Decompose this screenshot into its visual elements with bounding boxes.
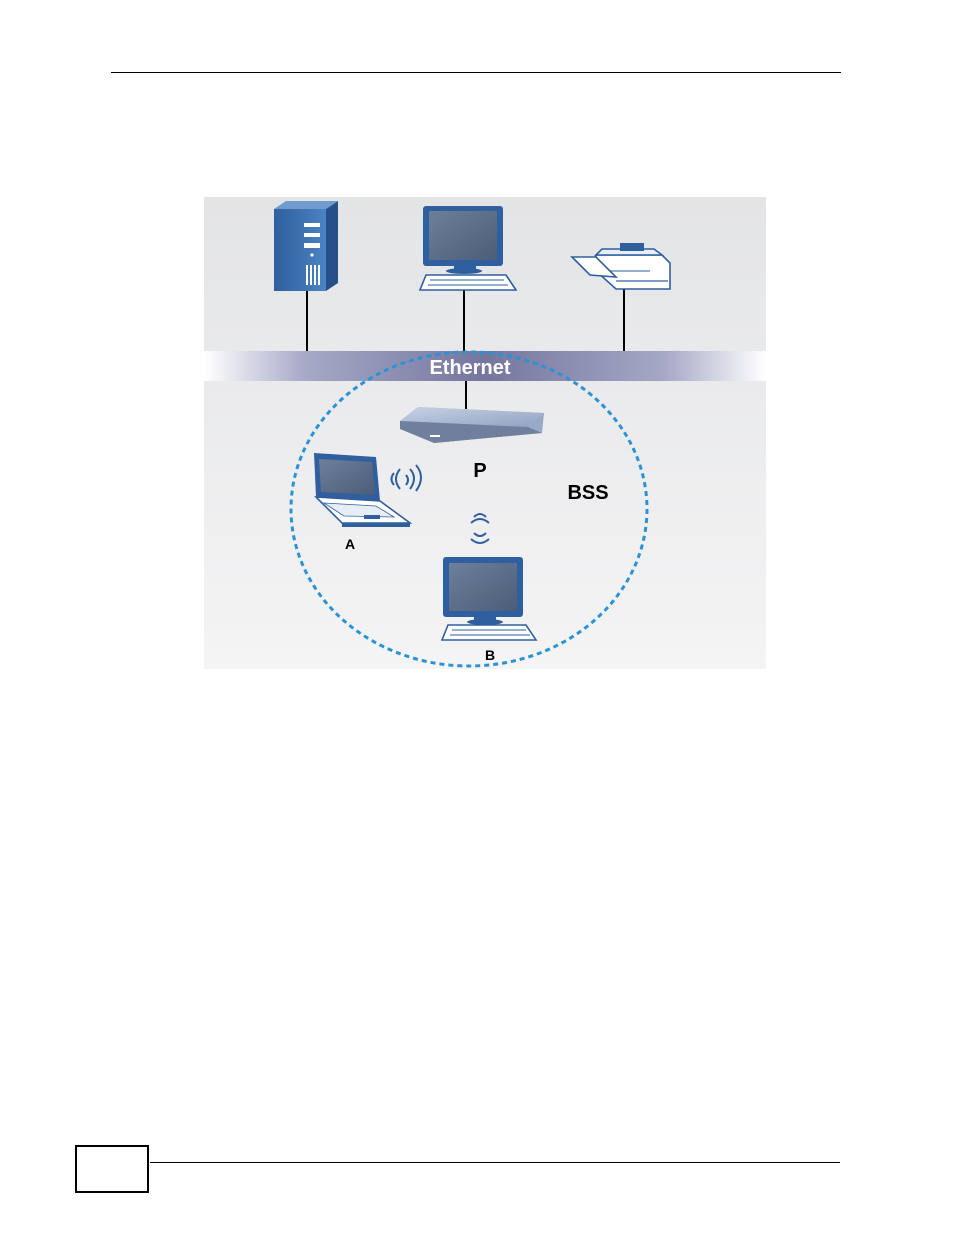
access-point-label: P [473, 460, 486, 482]
station-b-label: B [485, 647, 495, 663]
desktop-computer-icon [442, 557, 536, 640]
desktop-computer-icon [420, 206, 516, 290]
server-tower-icon [274, 201, 338, 291]
header-rule [111, 72, 841, 73]
bss-network-diagram: Ethernet P [204, 197, 766, 669]
page-number-box [75, 1145, 149, 1193]
station-a-label: A [345, 536, 355, 552]
bss-label: BSS [567, 482, 608, 504]
footer-rule [150, 1162, 840, 1163]
ethernet-label: Ethernet [429, 357, 510, 379]
